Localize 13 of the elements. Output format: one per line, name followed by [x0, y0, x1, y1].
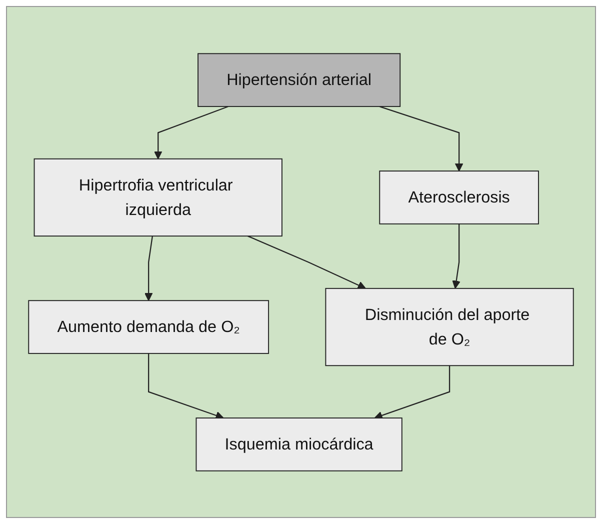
node-box: Aterosclerosis [379, 170, 539, 224]
node-box: Disminución del aporte de O₂ [325, 288, 574, 366]
arrow [452, 224, 460, 289]
arrow [379, 106, 464, 172]
arrow [148, 353, 224, 420]
node-box: Hipertensión arterial [198, 52, 401, 107]
arrow [154, 106, 228, 160]
arrow [248, 235, 366, 289]
node-box: Isquemia miocárdica [196, 417, 402, 472]
node-box: Hipertrofia ventricular izquierda [34, 158, 282, 236]
node-box: Aumento demanda de O₂ [28, 300, 270, 354]
arrow [144, 236, 153, 301]
arrow [374, 365, 450, 420]
